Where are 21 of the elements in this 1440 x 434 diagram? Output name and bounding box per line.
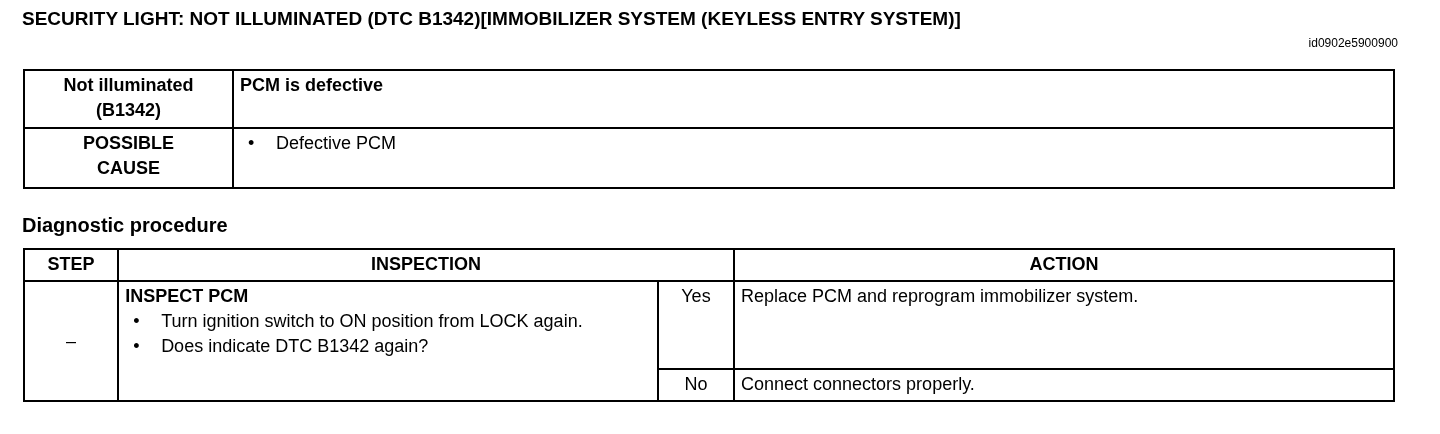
page-title: SECURITY LIGHT: NOT ILLUMINATED (DTC B1342)[IMMOBILIZER SYSTEM (KEYLESS ENTRY SYSTEM)] [22, 8, 961, 30]
table-cell: Yes [657, 281, 734, 369]
column-header: INSPECTION [118, 249, 734, 281]
table-header: Not illuminated (B1342) [24, 70, 233, 128]
bullet: • [133, 310, 141, 333]
list-item: Turn ignition switch to ON position from LOCK again. [161, 310, 584, 333]
table-cell: Replace PCM and reprogram immobilizer system. [734, 281, 1394, 369]
list-item: Defective PCM [276, 132, 397, 155]
table-header: POSSIBLE CAUSE [24, 128, 233, 188]
column-header: ACTION [734, 249, 1394, 281]
table-cell: PCM is defective [233, 70, 1394, 128]
section-heading: Diagnostic procedure [22, 214, 228, 237]
document-id: id0902e5900900 [1308, 36, 1398, 50]
table-cell: Connect connectors properly. [734, 369, 1394, 401]
bullet: • [133, 335, 141, 358]
column-header: STEP [24, 249, 119, 281]
step-heading: INSPECT PCM [125, 285, 250, 308]
list-item: Does indicate DTC B1342 again? [161, 335, 429, 358]
table-cell: – [24, 281, 119, 401]
bullet: • [248, 132, 256, 155]
table-cell: No [657, 369, 734, 401]
